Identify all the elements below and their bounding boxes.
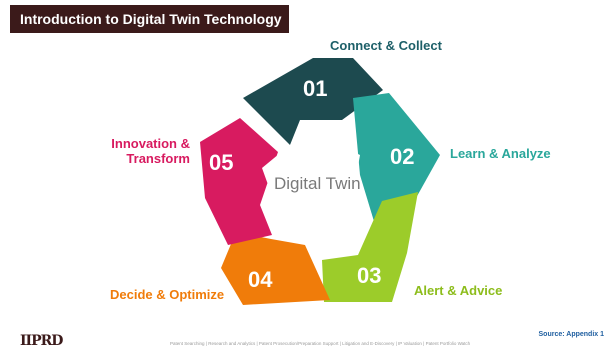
page-title: Introduction to Digital Twin Technology [10,5,289,33]
source-note: Source: Appendix 1 [538,331,604,338]
step-05-label-line1: Innovation & [111,136,190,151]
segment-05 [200,118,278,245]
segment-04 [221,232,330,305]
step-04-label: Decide & Optimize [110,287,225,302]
segment-02 [353,93,440,228]
step-03-label: Alert & Advice [414,283,503,298]
step-05-label-line2: Transform [126,151,190,166]
center-pentagon [262,130,360,218]
step-02-label: Learn & Analyze [450,146,551,161]
step-01-number: 01 [303,76,327,101]
step-05-label: Innovation & Transform [105,136,190,166]
step-02-number: 02 [390,144,414,169]
segment-03 [322,192,418,302]
step-03-number: 03 [357,263,381,288]
iiprd-logo: IIPRD [20,333,63,349]
step-04-number: 04 [248,267,273,292]
step-01-label: Connect & Collect [330,38,442,53]
footer-services-text: Patent Searching | Research and Analytic… [170,341,471,346]
step-05-number: 05 [209,150,233,175]
center-label: Digital Twin [274,174,361,193]
segment-01 [243,58,383,145]
